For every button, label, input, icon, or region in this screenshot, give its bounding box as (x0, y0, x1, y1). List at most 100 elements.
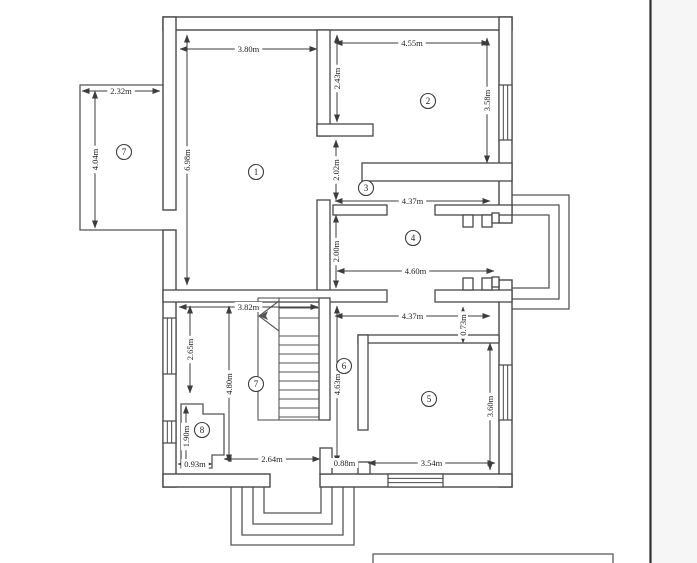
room-number: 1 (247, 163, 265, 181)
dimension-label: 4.37m (402, 196, 424, 206)
room-number-text: 3 (364, 183, 369, 193)
dimension-label-group: 6.98m (182, 146, 192, 174)
room-number-text: 5 (427, 394, 432, 404)
interior-wall (462, 214, 474, 228)
dimension-label: 3.60m (485, 395, 495, 417)
balcony-railing (512, 194, 570, 310)
dimension: 0.93m (177, 459, 213, 469)
interior-wall (162, 289, 388, 303)
entrance-steps (230, 487, 355, 546)
annex-terrace-outline (79, 84, 163, 231)
dimension: 3.58m (482, 37, 492, 164)
interior-walls (162, 29, 513, 475)
right-margin-area (652, 0, 697, 563)
dimension-label-bg (182, 146, 192, 174)
dimension-label: 2.64m (261, 454, 283, 464)
room-number-text: 8 (200, 425, 205, 435)
dimension-label: 4.37m (402, 311, 424, 321)
interior-wall (361, 162, 513, 182)
room-number-text: 7 (254, 379, 259, 389)
dimension-label-bg (330, 458, 359, 468)
interior-wall (357, 334, 500, 344)
room-number-text: 7 (122, 147, 127, 157)
dimension-label-group: 0.73m (458, 311, 468, 339)
dimension-label-bg (331, 156, 341, 184)
dimension: 4.04m (90, 90, 100, 229)
window-frame (162, 317, 177, 375)
room-number-circle (247, 375, 265, 393)
dimension-label-bg (332, 370, 342, 399)
windows (162, 84, 513, 488)
interior-wall (491, 212, 500, 224)
room-number-circle (419, 92, 437, 110)
interior-wall (316, 123, 374, 137)
room-number-circle (420, 390, 438, 408)
dimension-label-bg (224, 370, 234, 398)
window-frame (162, 420, 177, 444)
dimension-label-bg (417, 458, 446, 468)
room-number-text: 2 (426, 96, 431, 106)
dimension-label-bg (107, 86, 135, 96)
interior-wall (318, 297, 331, 421)
entrance-step-3 (252, 487, 333, 525)
dimension: 1.90m (181, 405, 191, 468)
dimension: 2.43m (332, 34, 342, 123)
window-frame (498, 84, 513, 141)
dimension-label-bg (258, 454, 286, 464)
dimension-label-group: 2.02m (331, 156, 341, 184)
interior-wall (481, 214, 493, 228)
dimension-label-bg (185, 335, 195, 364)
interior-wall (357, 334, 369, 431)
entrance-step-1 (230, 487, 355, 546)
dimension-label: 0.73m (458, 314, 468, 336)
interior-wall (491, 276, 500, 288)
dimension-label: 0.88m (334, 458, 356, 468)
dimension: 4.80m (224, 305, 234, 463)
room-number: 5 (420, 390, 438, 408)
dimension-label: 3.82m (238, 302, 260, 312)
room-number: 4 (404, 229, 422, 247)
interior-wall (316, 199, 331, 303)
dimension-label-group: 1.90m (181, 422, 191, 451)
dimension-label-group: 2.43m (332, 64, 342, 93)
dimension-label: 0.93m (184, 459, 206, 469)
dimension-label: 1.90m (181, 425, 191, 447)
exterior-wall (162, 16, 177, 211)
dimension-label-bg (181, 422, 191, 451)
dimension: 4.63m (332, 305, 342, 464)
dimension: 3.54m (367, 458, 496, 468)
dimension-label-bg (401, 266, 430, 276)
interior-wall (434, 204, 513, 216)
entrance-step-2 (241, 487, 344, 536)
dimension: 6.98m (182, 34, 192, 286)
dimension: 4.55m (334, 38, 490, 48)
dimension-label: 2.02m (331, 159, 341, 181)
interior-wall (481, 277, 493, 291)
entrance-step-4 (263, 487, 322, 514)
dimension-label: 2.00m (331, 240, 341, 262)
stair-outline (257, 297, 320, 421)
dimension: 0.88m (330, 458, 359, 468)
dimension: 3.80m (179, 44, 318, 54)
dimension-label-group: 4.04m (90, 145, 100, 174)
dimension: 4.37m (334, 196, 491, 206)
dimension: 4.60m (336, 266, 495, 276)
dimension-label: 4.80m (224, 373, 234, 395)
room-number-circle (404, 229, 422, 247)
dimension: 2.00m (331, 214, 341, 289)
interior-wall (316, 29, 331, 137)
dimension: 3.82m (178, 302, 319, 312)
dimension: 2.02m (331, 139, 341, 201)
dimension: 2.65m (185, 305, 195, 394)
room-number: 2 (419, 92, 437, 110)
room-number-circle (335, 357, 353, 375)
dimension-label-bg (398, 38, 426, 48)
dimension: 2.64m (223, 454, 321, 464)
dimension-label-bg (234, 44, 263, 54)
room-number-text: 6 (342, 361, 347, 371)
dimension-label-bg (234, 302, 263, 312)
room-number: 7 (115, 143, 133, 161)
dimension-label-bg (331, 237, 341, 266)
